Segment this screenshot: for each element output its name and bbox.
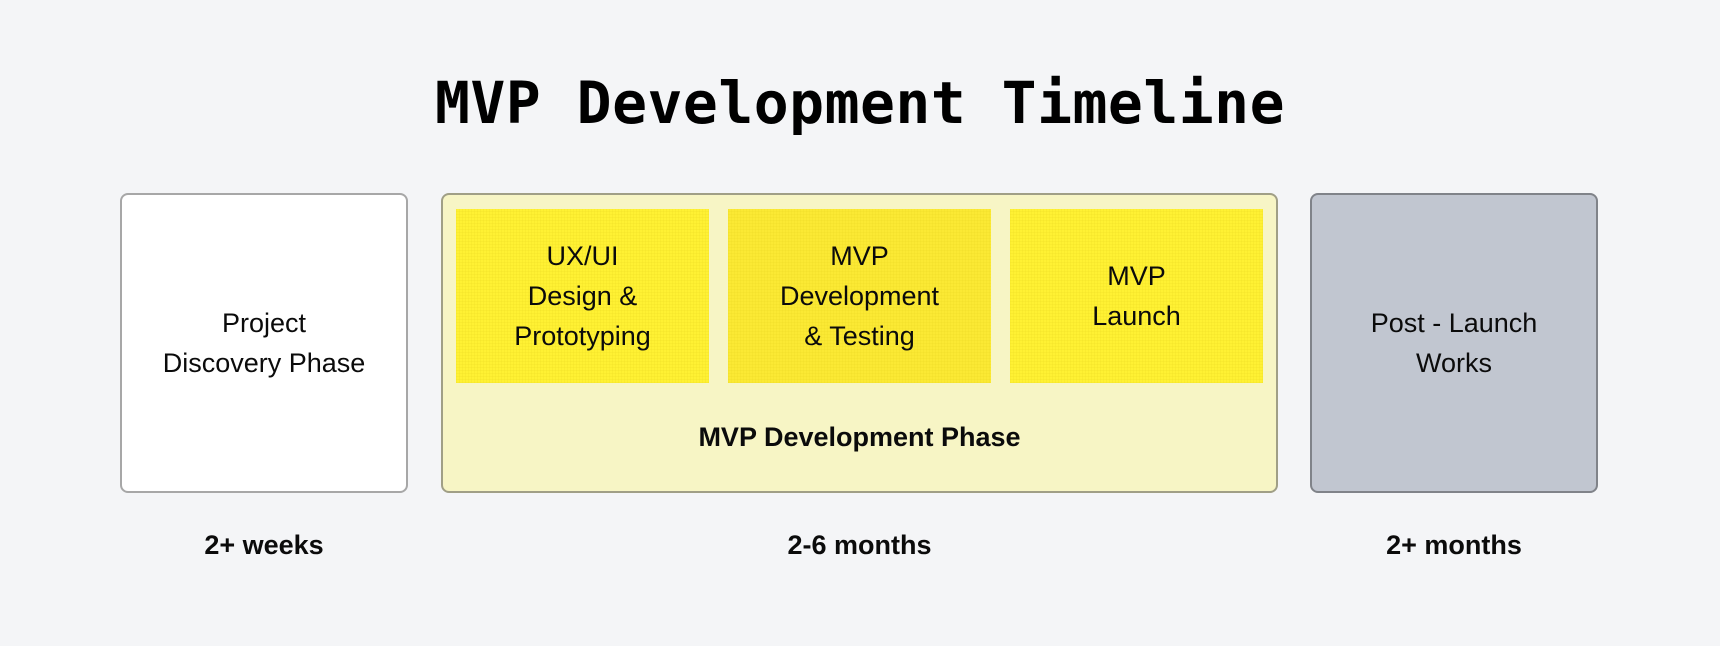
diagram-title: MVP Development Timeline (434, 69, 1286, 137)
duration-discovery: 2+ weeks (204, 530, 324, 560)
phase-box-mvp-development: UX/UI Design & Prototyping MVP Developme… (441, 193, 1278, 493)
phase-box-post-launch: Post - Launch Works (1310, 193, 1598, 493)
duration-mvp-development: 2-6 months (787, 530, 932, 560)
subphase-box-ux-ui-design: UX/UI Design & Prototyping (456, 209, 709, 383)
phase-label-mvp-development: MVP Development Phase (698, 422, 1021, 452)
duration-post-launch: 2+ months (1386, 530, 1522, 560)
subphase-label-ux-ui-design: UX/UI Design & Prototyping (514, 241, 651, 351)
phase-label-post-launch: Post - Launch Works (1370, 308, 1538, 378)
phase-box-discovery: Project Discovery Phase (120, 193, 408, 493)
subphase-box-mvp-launch: MVP Launch (1010, 209, 1263, 383)
subphase-label-mvp-development-testing: MVP Development & Testing (779, 241, 940, 351)
subphase-label-mvp-launch: MVP Launch (1092, 261, 1181, 331)
subphase-box-mvp-development-testing: MVP Development & Testing (728, 209, 991, 383)
phase-label-discovery: Project Discovery Phase (162, 308, 366, 378)
